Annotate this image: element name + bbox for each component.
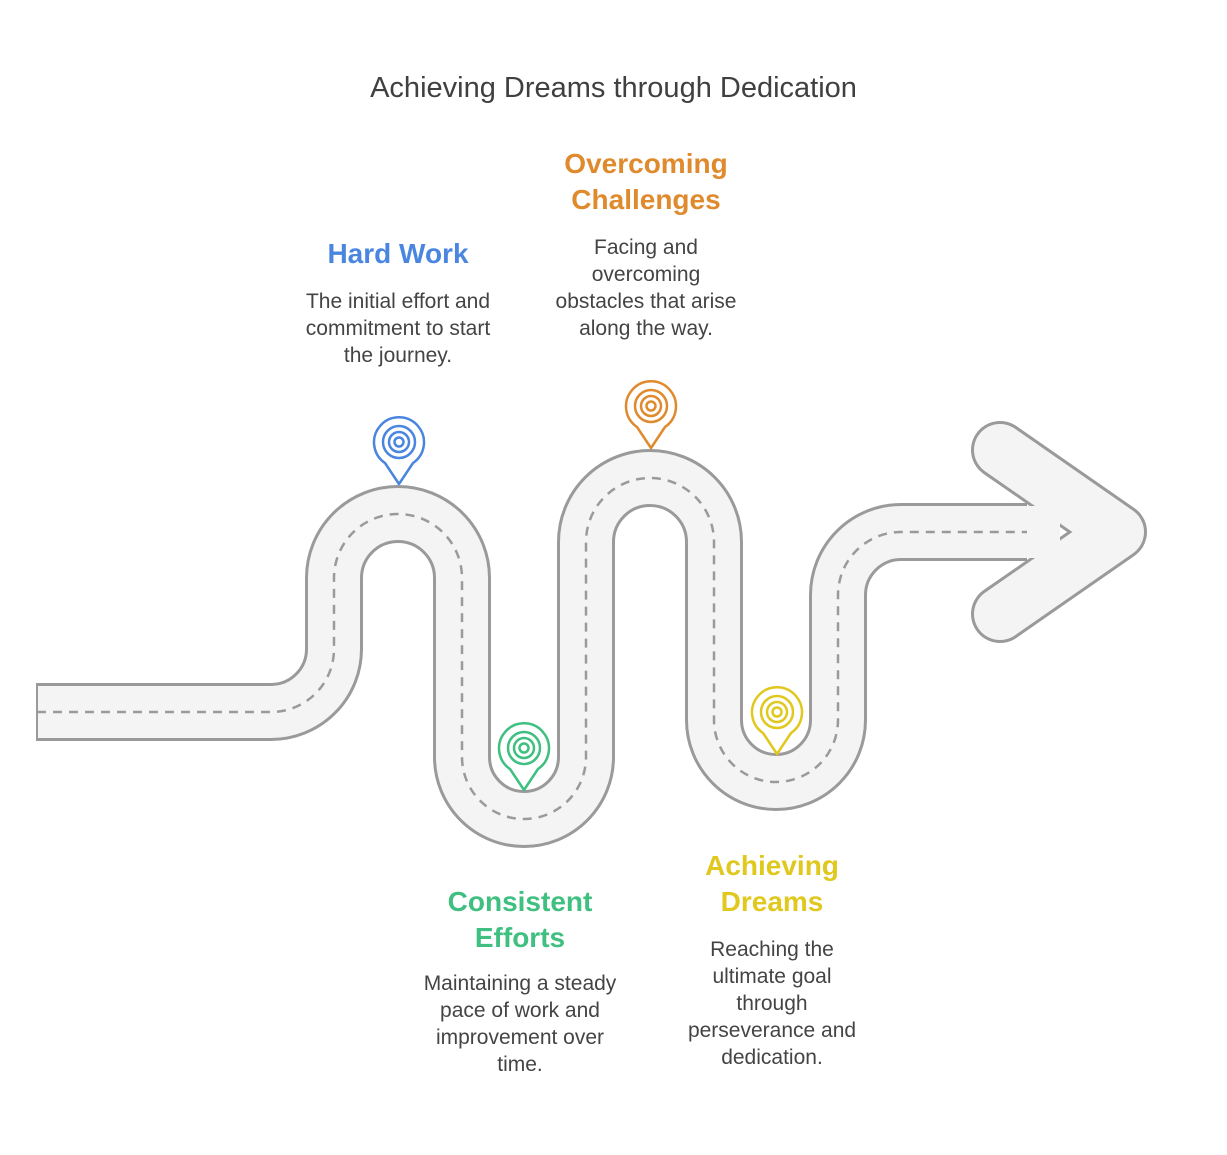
map-pin-icon	[624, 380, 678, 450]
map-pin-icon	[497, 722, 551, 792]
pin-ring	[506, 730, 542, 766]
milestone-heading: Consistent Efforts	[447, 886, 593, 953]
pin-body	[750, 686, 804, 756]
pin-ring	[645, 400, 657, 412]
milestone-overcoming-challenges: Overcoming Challenges Facing and overcom…	[530, 146, 762, 342]
milestone-heading: Hard Work	[327, 238, 469, 269]
milestone-description: Facing and overcoming obstacles that ari…	[555, 236, 737, 340]
milestone-heading: Achieving Dreams	[705, 850, 839, 917]
pin-ring	[639, 394, 663, 418]
pin-ring	[387, 430, 411, 454]
milestone-hard-work: Hard Work The initial effort and commitm…	[280, 236, 516, 369]
pin-body	[372, 416, 426, 486]
milestone-achieving-dreams: Achieving Dreams Reaching the ultimate g…	[672, 848, 872, 1071]
map-pin-icon	[750, 686, 804, 756]
road-surface	[37, 452, 1027, 845]
pin-ring	[759, 694, 795, 730]
diagram-title: Achieving Dreams through Dedication	[370, 72, 857, 104]
pin-body	[624, 380, 678, 450]
pin-ring	[765, 700, 789, 724]
pin-body	[497, 722, 551, 792]
milestone-description: Reaching the ultimate goal through perse…	[687, 938, 857, 1069]
arrow-head-fill	[974, 424, 1144, 640]
pin-ring	[512, 736, 536, 760]
map-pin-icon	[372, 416, 426, 486]
pin-ring	[633, 388, 669, 424]
milestone-heading: Overcoming Challenges	[564, 148, 728, 215]
pin-ring	[518, 742, 530, 754]
milestone-description: The initial effort and commitment to sta…	[305, 290, 491, 367]
milestone-description: Maintaining a steady pace of work and im…	[423, 972, 617, 1076]
pin-ring	[393, 436, 405, 448]
pin-ring	[381, 424, 417, 460]
milestone-consistent-efforts: Consistent Efforts Maintaining a steady …	[404, 884, 636, 1078]
pin-ring	[771, 706, 783, 718]
